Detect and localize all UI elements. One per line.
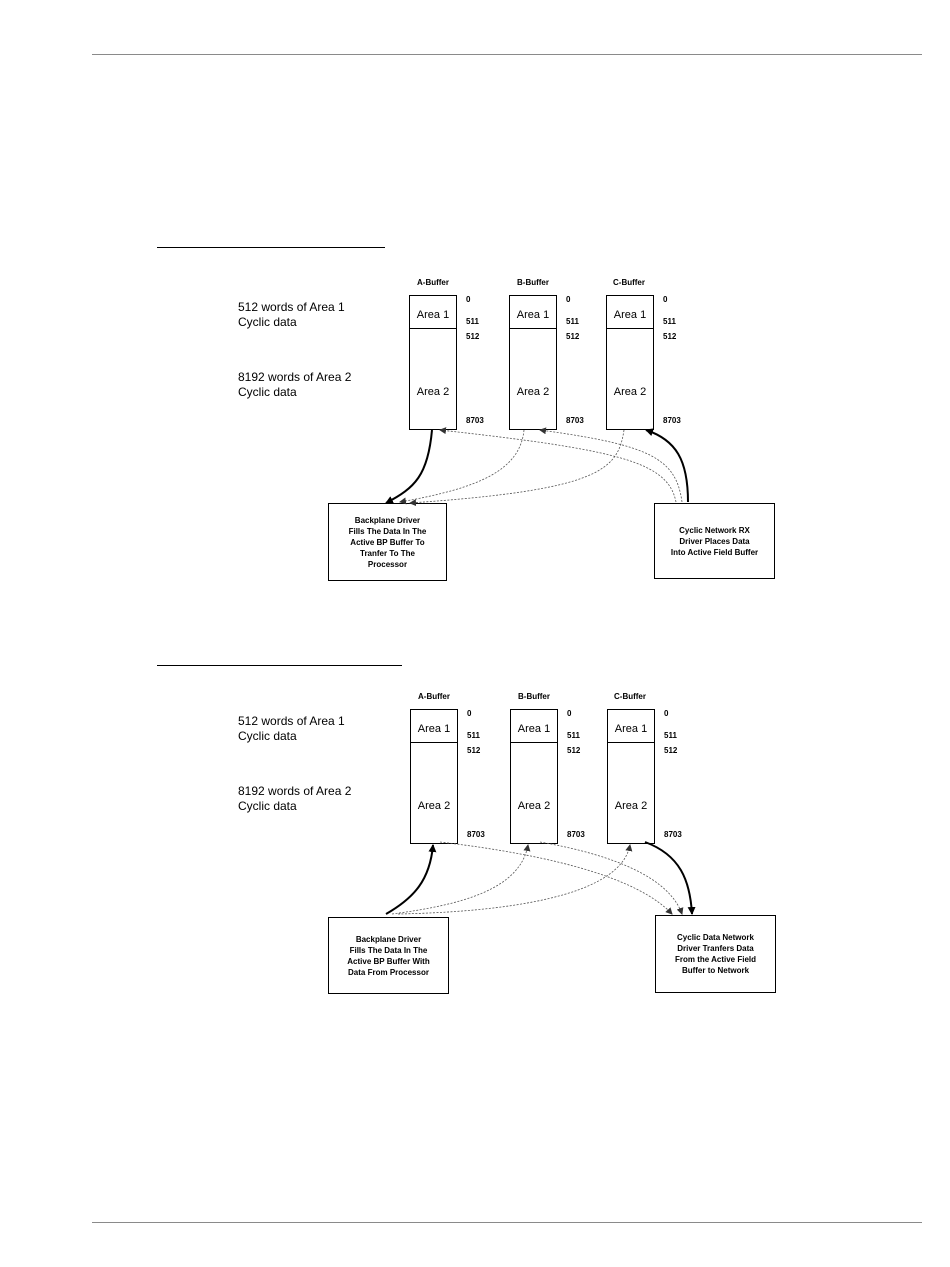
c-buffer: Area 1 Area 2 — [606, 295, 654, 430]
arrow-b-to-backplane — [399, 429, 525, 505]
arrow-c-to-backplane — [409, 429, 625, 507]
offset-512: 512 — [664, 746, 678, 755]
offset-8703: 8703 — [663, 416, 681, 425]
offset-512: 512 — [567, 746, 581, 755]
arrow-backplane-to-b — [391, 844, 531, 915]
read-section-underline — [157, 247, 385, 248]
area2-label: Area 2 — [613, 386, 647, 398]
area2-label: Area 2 — [614, 800, 648, 812]
offset-8703: 8703 — [467, 830, 485, 839]
c-buffer: Area 1 Area 2 — [607, 709, 655, 844]
b-buffer: Area 1 Area 2 — [510, 709, 558, 844]
offset-8703: 8703 — [566, 416, 584, 425]
area1-label: Area 1 — [516, 309, 550, 321]
offset-512: 512 — [467, 746, 481, 755]
offset-512: 512 — [663, 332, 677, 341]
footer-rule — [92, 1222, 922, 1223]
b-buffer-label: B-Buffer — [517, 278, 549, 287]
c-buffer-label: C-Buffer — [613, 278, 645, 287]
area1-label: Area 1 — [417, 723, 451, 735]
arrow-rx-to-c — [645, 428, 689, 503]
offset-8703: 8703 — [567, 830, 585, 839]
area-divider — [411, 742, 457, 743]
a-buffer: Area 1 Area 2 — [410, 709, 458, 844]
offset-0: 0 — [663, 295, 668, 304]
b-buffer-label: B-Buffer — [518, 692, 550, 701]
area1-label: Area 1 — [613, 309, 647, 321]
area-divider — [510, 328, 556, 329]
arrow-c-to-tx — [644, 841, 696, 915]
area1-label: Area 1 — [517, 723, 551, 735]
offset-0: 0 — [467, 709, 472, 718]
write-section-underline — [157, 665, 402, 666]
area2-description: 8192 words of Area 2 Cyclic data — [238, 370, 352, 399]
area2-label: Area 2 — [516, 386, 550, 398]
area1-description: 512 words of Area 1 Cyclic data — [238, 714, 345, 743]
a-buffer-label: A-Buffer — [418, 692, 450, 701]
offset-511: 511 — [466, 317, 479, 326]
arrow-backplane-to-c — [397, 844, 633, 915]
offset-511: 511 — [664, 731, 677, 740]
area-divider — [410, 328, 456, 329]
a-buffer-label: A-Buffer — [417, 278, 449, 287]
arrow-backplane-to-a — [385, 844, 437, 915]
offset-8703: 8703 — [664, 830, 682, 839]
offset-511: 511 — [566, 317, 579, 326]
offset-511: 511 — [467, 731, 480, 740]
backplane-driver-box: Backplane Driver Fills The Data In The A… — [328, 917, 449, 994]
area1-label: Area 1 — [614, 723, 648, 735]
arrow-a-to-backplane — [385, 429, 433, 504]
header-rule — [92, 54, 922, 55]
network-tx-driver-box: Cyclic Data Network Driver Tranfers Data… — [655, 915, 776, 993]
area-divider — [511, 742, 557, 743]
arrow-a-to-tx — [439, 841, 673, 915]
area2-label: Area 2 — [517, 800, 551, 812]
area1-label: Area 1 — [416, 309, 450, 321]
a-buffer: Area 1 Area 2 — [409, 295, 457, 430]
arrow-b-to-tx — [539, 841, 684, 915]
area2-label: Area 2 — [417, 800, 451, 812]
area-divider — [608, 742, 654, 743]
offset-0: 0 — [567, 709, 572, 718]
offset-0: 0 — [664, 709, 669, 718]
area2-description: 8192 words of Area 2 Cyclic data — [238, 784, 352, 813]
backplane-driver-box: Backplane Driver Fills The Data In The A… — [328, 503, 447, 581]
offset-8703: 8703 — [466, 416, 484, 425]
offset-511: 511 — [663, 317, 676, 326]
area-divider — [607, 328, 653, 329]
b-buffer: Area 1 Area 2 — [509, 295, 557, 430]
area1-description: 512 words of Area 1 Cyclic data — [238, 300, 345, 329]
arrow-rx-to-a — [439, 427, 677, 503]
offset-0: 0 — [466, 295, 471, 304]
area2-label: Area 2 — [416, 386, 450, 398]
offset-0: 0 — [566, 295, 571, 304]
offset-512: 512 — [466, 332, 480, 341]
arrow-rx-to-b — [539, 427, 683, 503]
network-rx-driver-box: Cyclic Network RX Driver Places Data Int… — [654, 503, 775, 579]
offset-511: 511 — [567, 731, 580, 740]
offset-512: 512 — [566, 332, 580, 341]
c-buffer-label: C-Buffer — [614, 692, 646, 701]
